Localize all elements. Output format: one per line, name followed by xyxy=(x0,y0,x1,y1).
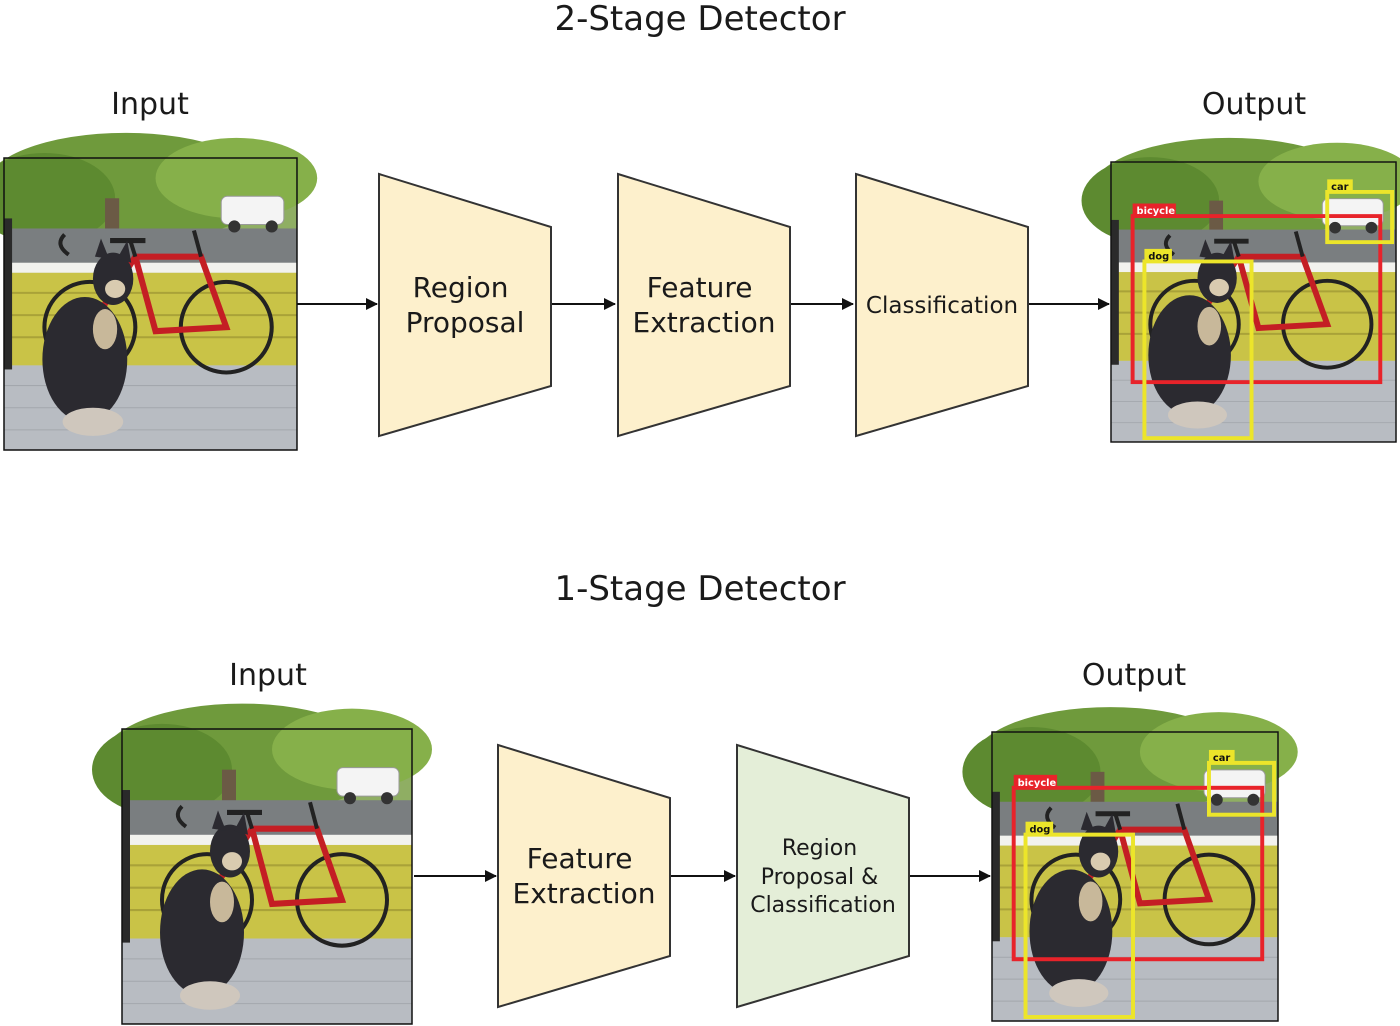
two-stage-feature-extraction-block xyxy=(617,172,791,438)
two-stage-title: 2-Stage Detector xyxy=(554,0,845,39)
one-stage-car-tag: car xyxy=(1213,753,1230,764)
two-stage-output-image: bicycle dog car xyxy=(1082,138,1400,442)
one-stage-dog-box xyxy=(1023,832,1135,1020)
two-stage-car-box xyxy=(1325,189,1395,245)
two-stage-bicycle-tag: bicycle xyxy=(1137,206,1176,217)
two-stage-dog-box xyxy=(1142,259,1254,441)
one-stage-bicycle-box xyxy=(1011,785,1265,962)
two-stage-car-tag: car xyxy=(1331,182,1348,193)
two-stage-classification-label: Classification xyxy=(866,293,1018,319)
one-stage-region-proposal-classification-block xyxy=(736,743,910,1009)
two-stage-bicycle-box xyxy=(1130,214,1383,385)
one-stage-input-image xyxy=(92,704,432,1024)
two-stage-input-image xyxy=(0,133,317,450)
two-stage-input-label: Input xyxy=(111,87,189,122)
one-stage-dog-tag: dog xyxy=(1029,825,1050,836)
two-stage-region-proposal-label: Region Proposal xyxy=(406,271,525,339)
two-stage-classification-block xyxy=(855,172,1029,438)
one-stage-region-proposal-classification-label: Region Proposal & Classification xyxy=(750,836,896,918)
one-stage-bicycle-tag: bicycle xyxy=(1018,778,1057,789)
one-stage-feature-extraction-label: Feature Extraction xyxy=(513,842,656,910)
two-stage-feature-extraction-label: Feature Extraction xyxy=(633,271,776,339)
one-stage-title: 1-Stage Detector xyxy=(554,569,845,609)
one-stage-input-label: Input xyxy=(229,658,307,693)
one-stage-feature-extraction-block xyxy=(497,743,671,1009)
two-stage-region-proposal-block xyxy=(378,172,552,438)
two-stage-output-label: Output xyxy=(1202,87,1306,122)
two-stage-dog-tag: dog xyxy=(1148,252,1169,263)
one-stage-output-label: Output xyxy=(1082,658,1186,693)
one-stage-output-image: bicycle dog car xyxy=(962,707,1297,1021)
one-stage-car-box xyxy=(1206,760,1277,817)
